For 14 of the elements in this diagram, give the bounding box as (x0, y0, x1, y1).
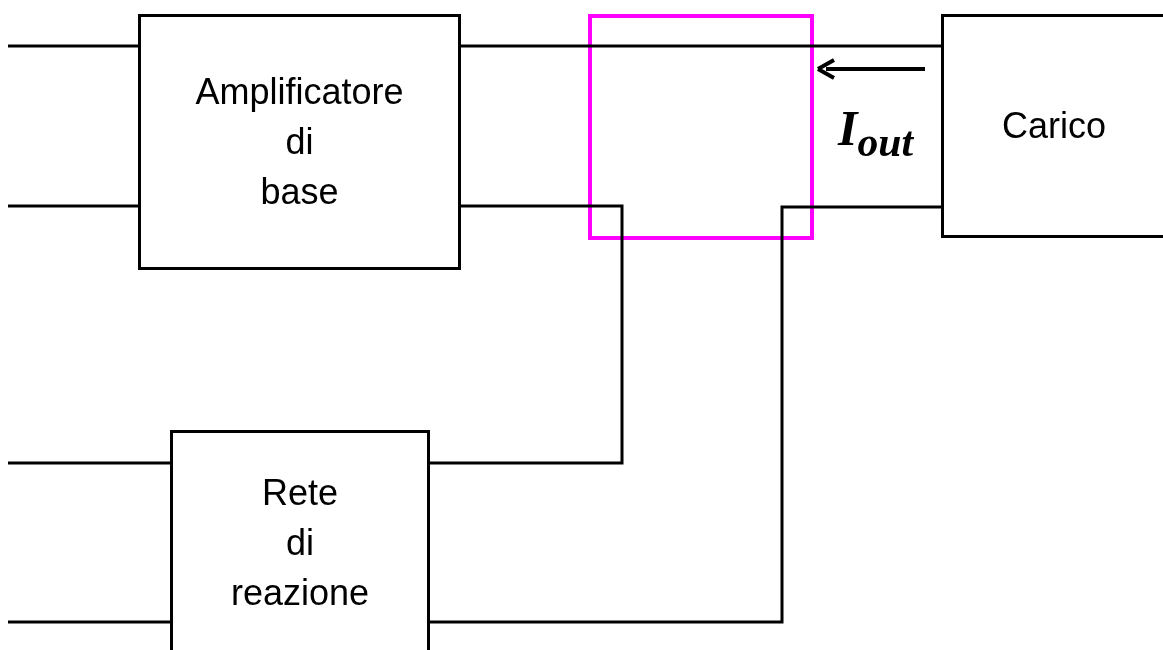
current-label: I$_{out}$ (838, 100, 914, 167)
block-box (941, 14, 1163, 238)
wire (8, 461, 170, 465)
block-box (170, 430, 430, 650)
block-box (138, 14, 461, 270)
block-label: Carico (1001, 104, 1107, 148)
wire (8, 620, 170, 624)
wire (461, 44, 941, 48)
block-label: Amplificatore di base (194, 70, 405, 214)
block-label: Rete di reazione (229, 470, 371, 615)
wire (430, 204, 624, 465)
wire (430, 205, 941, 624)
wire (8, 44, 138, 48)
wire (8, 204, 138, 208)
